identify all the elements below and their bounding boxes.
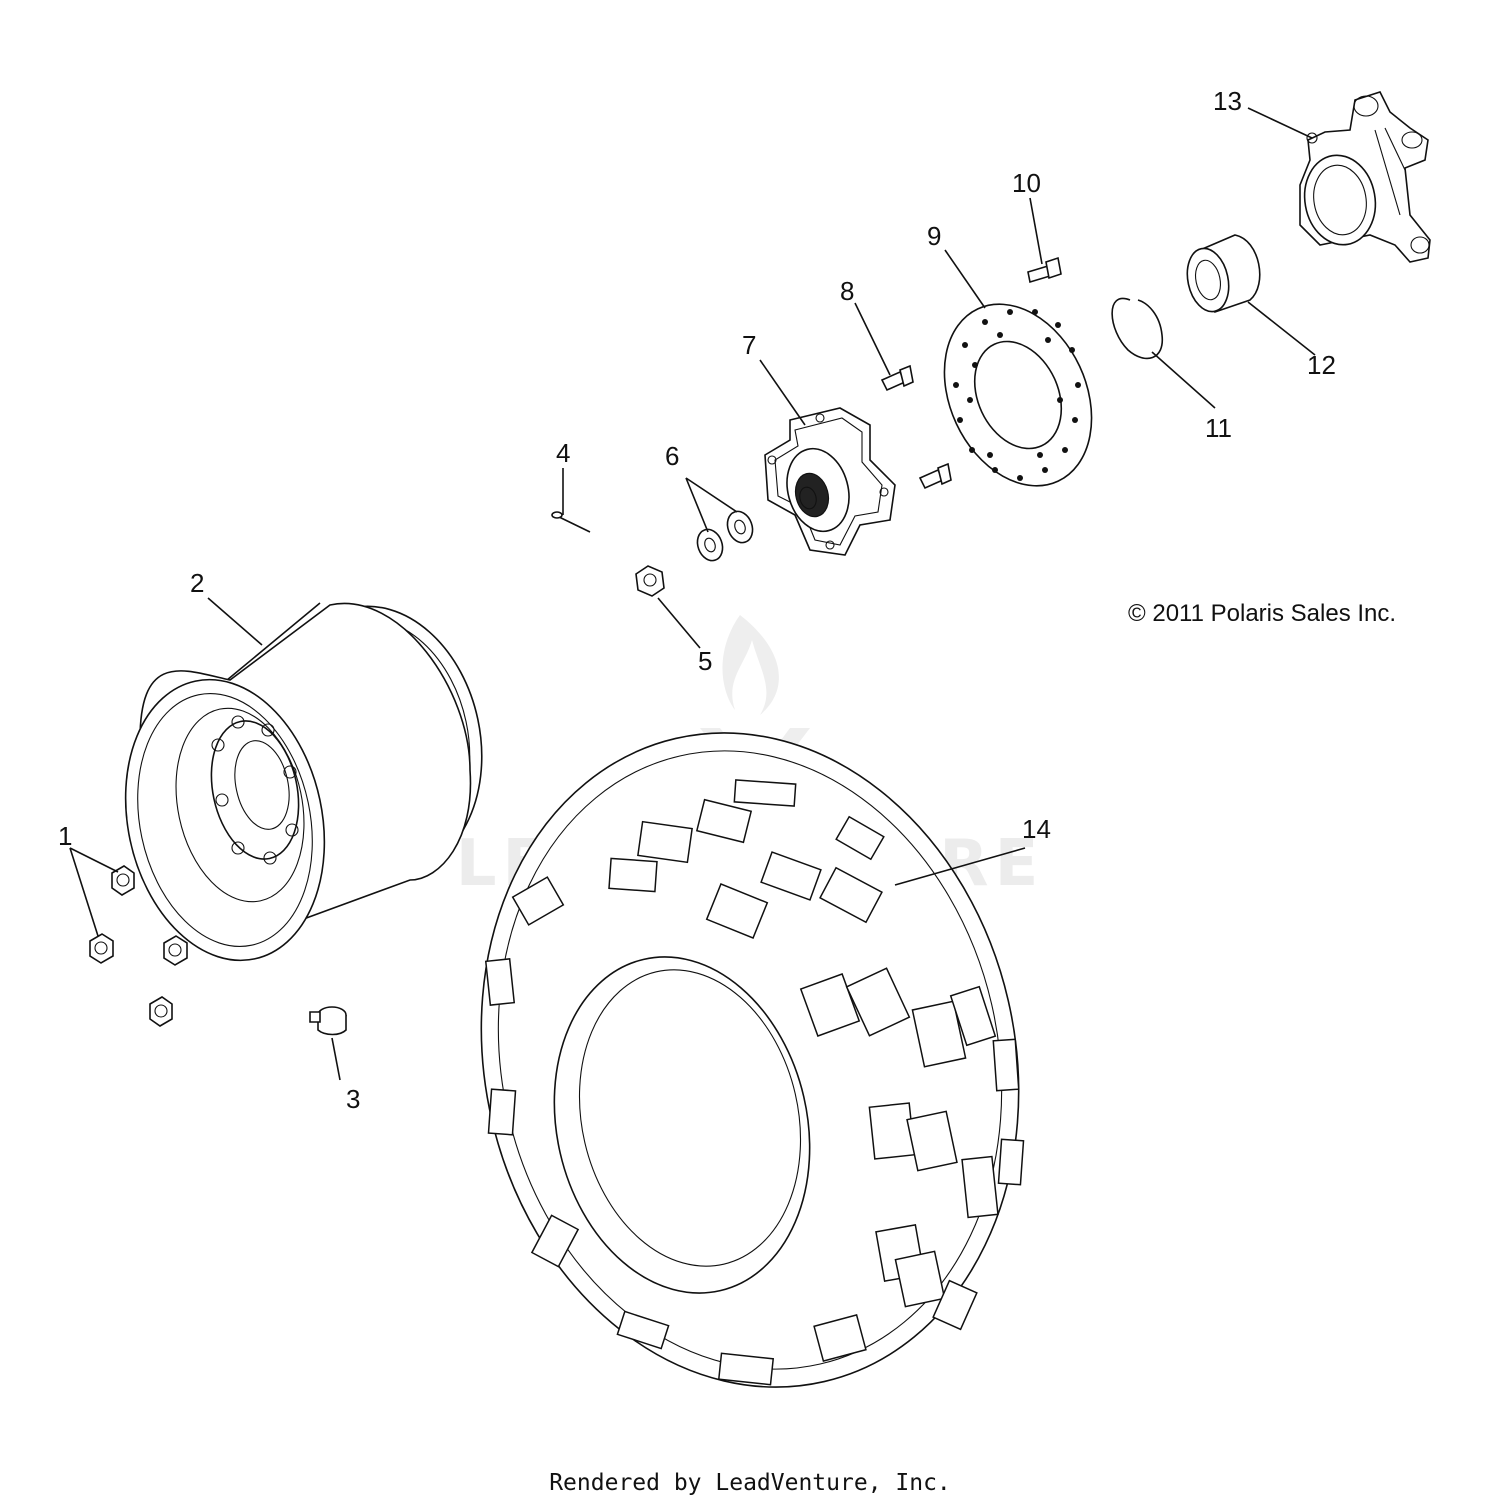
castle-nut — [635, 565, 665, 597]
retaining-ring — [1111, 297, 1163, 360]
brake-disc — [943, 303, 1093, 487]
callout-numbers: 1 2 3 4 5 6 7 8 9 10 11 12 13 14 — [58, 86, 1336, 1114]
callout-14: 14 — [1022, 814, 1051, 844]
callout-11: 11 — [1205, 413, 1232, 443]
callout-13: 13 — [1213, 86, 1242, 116]
callout-7: 7 — [742, 330, 756, 360]
copyright-notice: © 2011 Polaris Sales Inc. — [1128, 600, 1396, 627]
tire — [480, 732, 1025, 1388]
callout-9: 9 — [927, 221, 941, 251]
callout-1: 1 — [58, 821, 72, 851]
wheel-hub — [764, 407, 896, 556]
valve-stem — [309, 1006, 347, 1036]
cotter-pin — [551, 511, 591, 533]
callout-4: 4 — [556, 438, 570, 468]
brake-bolt — [1027, 256, 1062, 284]
callout-12: 12 — [1307, 350, 1336, 380]
callout-10: 10 — [1012, 168, 1041, 198]
wheel-bearing — [1186, 234, 1261, 314]
callout-8: 8 — [840, 276, 854, 306]
callout-5: 5 — [698, 646, 712, 676]
lug-nuts — [89, 865, 188, 1027]
washers — [696, 510, 754, 562]
bearing-carrier — [1299, 91, 1431, 263]
callout-6: 6 — [665, 441, 679, 471]
callout-2: 2 — [190, 568, 204, 598]
wheel-studs — [880, 364, 952, 490]
callout-3: 3 — [346, 1084, 360, 1114]
wheel-rim — [124, 602, 483, 962]
leader-lines — [69, 107, 1316, 1081]
render-credit: Rendered by LeadVenture, Inc. — [549, 1470, 951, 1496]
